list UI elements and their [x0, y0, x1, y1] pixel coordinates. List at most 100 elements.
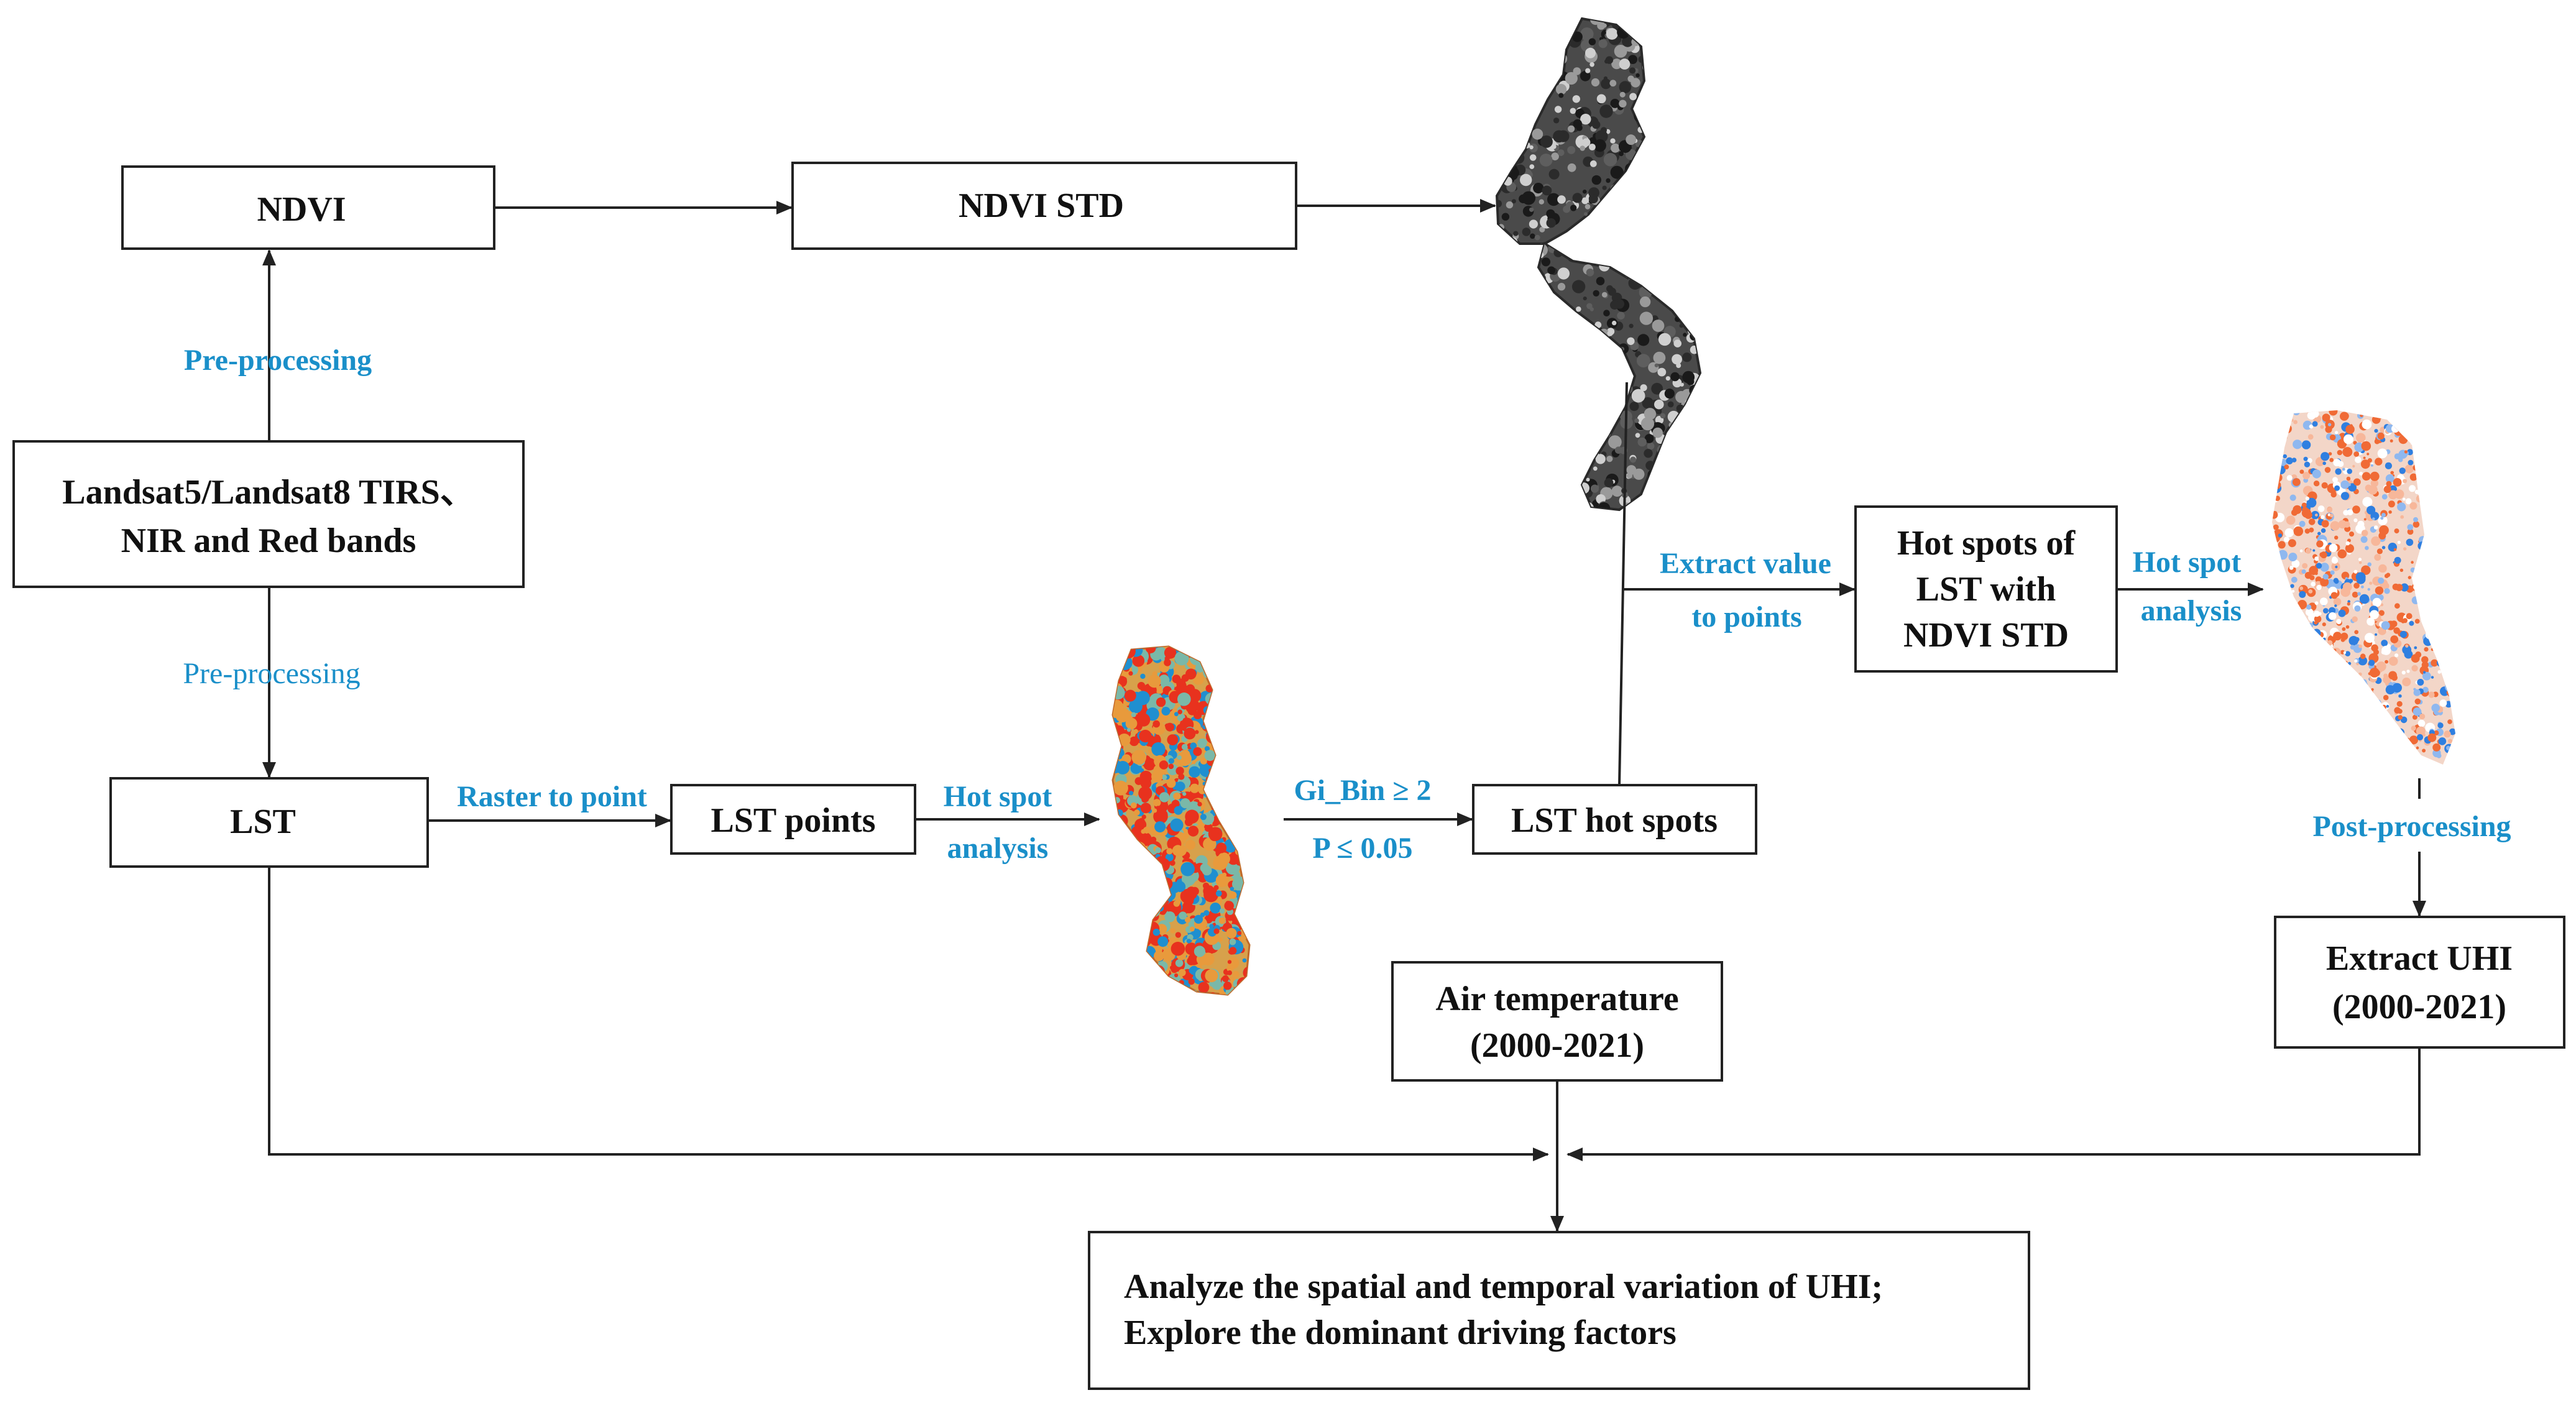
- map-texture-dot: [1675, 240, 1685, 251]
- map-texture-dot: [2367, 617, 2375, 626]
- map-texture-dot: [1512, 450, 1520, 458]
- map-texture-dot: [2360, 413, 2363, 418]
- map-texture-dot: [2279, 425, 2287, 433]
- map-texture-dot: [1635, 262, 1642, 269]
- map-texture-dot: [2324, 719, 2334, 729]
- map-texture-dot: [2330, 674, 2333, 677]
- map-texture-dot: [2312, 679, 2317, 685]
- map-texture-dot: [2408, 459, 2414, 466]
- map-texture-dot: [2445, 682, 2455, 692]
- map-texture-dot: [2377, 448, 2388, 459]
- map-texture-dot: [2390, 439, 2393, 443]
- map-texture-dot: [2433, 638, 2439, 645]
- map-texture-dot: [2449, 632, 2454, 638]
- map-texture-dot: [2279, 757, 2286, 763]
- map-texture-dot: [1679, 58, 1688, 67]
- map-texture-dot: [2428, 509, 2437, 517]
- map-texture-dot: [1611, 485, 1623, 497]
- map-texture-dot: [1666, 181, 1673, 188]
- map-texture-dot: [1587, 424, 1592, 429]
- map-texture-dot: [2420, 433, 2426, 439]
- map-texture-dot: [2426, 416, 2435, 425]
- map-texture-dot: [1613, 240, 1626, 252]
- map-texture-dot: [1612, 407, 1621, 416]
- map-texture-dot: [1113, 820, 1118, 826]
- box-lst: LST: [109, 777, 429, 868]
- map-texture-dot: [1113, 977, 1123, 991]
- map-texture-dot: [1194, 929, 1200, 935]
- map-texture-dot: [1525, 308, 1539, 321]
- map-texture-dot: [2365, 546, 2369, 550]
- map-texture-dot: [1148, 967, 1163, 982]
- map-texture-dot: [1635, 433, 1640, 438]
- map-texture-dot: [1220, 664, 1229, 673]
- map-texture-dot: [1594, 349, 1604, 359]
- label-raster-to-point: Raster to point: [457, 780, 647, 813]
- map-texture-dot: [2383, 722, 2389, 727]
- map-texture-dot: [1531, 355, 1543, 367]
- map-texture-dot: [2335, 468, 2342, 475]
- map-texture-dot: [1682, 155, 1689, 163]
- map-texture-dot: [1229, 938, 1236, 946]
- map-texture-dot: [1543, 396, 1555, 408]
- map-texture-dot: [1138, 832, 1152, 847]
- map-texture-dot: [1128, 924, 1141, 938]
- map-texture-dot: [1225, 789, 1232, 797]
- map-texture-dot: [1498, 429, 1506, 437]
- map-texture-dot: [1501, 466, 1506, 471]
- map-texture-dot: [1686, 130, 1696, 140]
- map-texture-dot: [1232, 743, 1243, 754]
- map-texture-dot: [2294, 716, 2299, 720]
- map-texture-dot: [1586, 477, 1590, 482]
- map-texture-dot: [2386, 704, 2390, 708]
- map-texture-dot: [2304, 572, 2312, 579]
- map-texture-dot: [1148, 882, 1159, 893]
- map-texture-dot: [2433, 505, 2439, 512]
- map-texture-dot: [2370, 464, 2373, 467]
- map-texture-dot: [2427, 560, 2435, 568]
- map-texture-dot: [1609, 355, 1622, 369]
- map-texture-dot: [2348, 738, 2354, 743]
- map-texture-dot: [2383, 719, 2386, 722]
- map-texture-dot: [2325, 677, 2330, 681]
- map-texture-dot: [2371, 482, 2377, 488]
- map-texture-dot: [2334, 579, 2339, 584]
- map-texture-dot: [1215, 697, 1226, 708]
- map-texture-dot: [2435, 435, 2444, 444]
- map-texture-dot: [1683, 62, 1693, 71]
- map-texture-dot: [2400, 410, 2408, 415]
- map-texture-dot: [2314, 722, 2322, 730]
- map-texture-dot: [2290, 668, 2298, 677]
- map-texture-dot: [2348, 483, 2351, 486]
- map-texture-dot: [1545, 389, 1550, 393]
- map-texture-dot: [2278, 738, 2281, 741]
- map-texture-dot: [2448, 419, 2455, 427]
- map-texture-dot: [1630, 456, 1637, 463]
- map-texture-dot: [1529, 145, 1534, 150]
- map-texture-dot: [1506, 362, 1516, 372]
- map-texture-dot: [1151, 771, 1163, 783]
- map-texture-dot: [2276, 652, 2284, 660]
- map-texture-dot: [2409, 410, 2414, 413]
- map-texture-dot: [1682, 454, 1693, 465]
- map-texture-dot: [1581, 502, 1594, 510]
- map-texture-dot: [2380, 739, 2391, 749]
- map-texture-dot: [2359, 728, 2362, 731]
- map-texture-dot: [1134, 809, 1140, 816]
- map-texture-dot: [1184, 916, 1191, 923]
- map-texture-dot: [2332, 697, 2339, 705]
- map-texture-dot: [2449, 515, 2454, 521]
- map-texture-dot: [2431, 704, 2440, 712]
- map-texture-dot: [2409, 485, 2416, 492]
- map-texture-dot: [1188, 978, 1195, 985]
- map-texture-dot: [2449, 600, 2455, 609]
- map-texture-dot: [2286, 661, 2295, 670]
- map-texture-dot: [1530, 338, 1543, 351]
- map-texture-dot: [2322, 706, 2326, 709]
- map-texture-dot: [1552, 420, 1563, 430]
- map-texture-dot: [1246, 853, 1249, 858]
- map-texture-dot: [1514, 244, 1525, 255]
- map-texture-dot: [2359, 594, 2370, 604]
- map-texture-dot: [1497, 57, 1506, 67]
- map-texture-dot: [1208, 673, 1221, 686]
